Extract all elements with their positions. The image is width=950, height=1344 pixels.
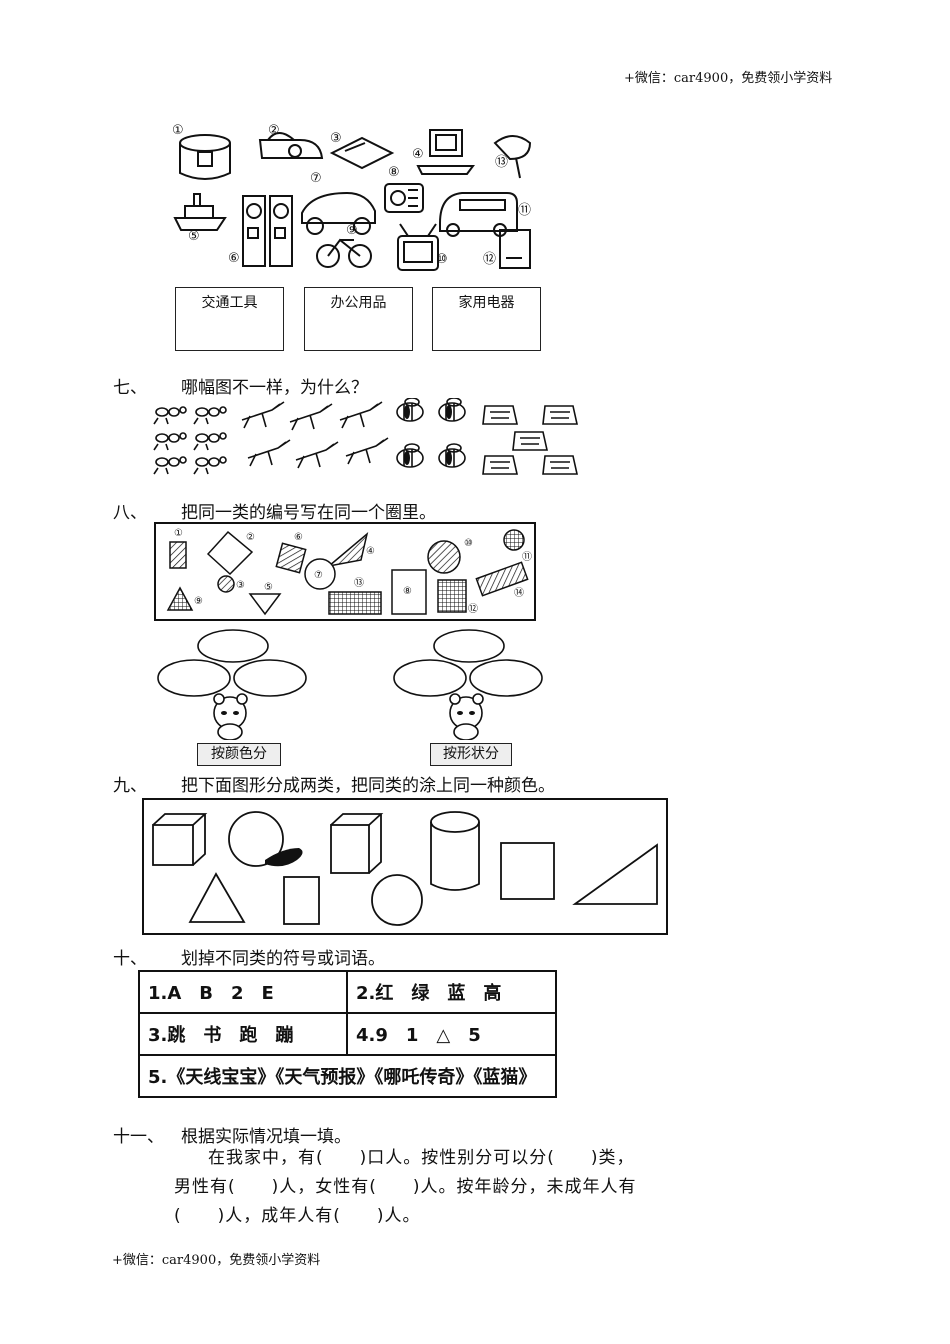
q9-text: 把下面图形分成两类，把同类的涂上同一种颜色。	[181, 776, 555, 796]
q8-num-12: ⑫	[468, 603, 478, 615]
q10-number: 十、	[113, 949, 147, 969]
footer-note: +微信：car4900，免费领小学资料	[112, 1253, 321, 1268]
q6-object-illustration: ① ② ③ ④ ⑤ ⑥ ⑦ ⑧ ⑨ ⑩ ⑪ ⑫ ⑬	[172, 123, 531, 271]
q8-number: 八、	[113, 503, 147, 523]
q8-num-8: ⑧	[403, 586, 412, 597]
triangle	[188, 872, 246, 923]
q7-number: 七、	[113, 378, 147, 398]
q6-num-8: ⑧	[388, 165, 400, 180]
q10-cell-2[interactable]: 2.红 绿 蓝 高	[346, 970, 557, 1014]
q8-num-9: ⑨	[194, 596, 203, 607]
q8-shapes-panel: ① ② ③ ④ ⑤ ⑥ ⑦ ⑧ ⑨ ⑩ ⑪ ⑫ ⑬ ⑭	[154, 522, 536, 621]
q6-num-12: ⑫	[483, 252, 496, 267]
q9-title: 九、 把下面图形分成两类，把同类的涂上同一种颜色。	[113, 771, 555, 796]
q6-num-3: ③	[330, 131, 342, 146]
q10-text: 划掉不同类的符号或词语。	[181, 949, 385, 969]
q10-table: 1.A B 2 E 2.红 绿 蓝 高 3.跳 书 跑 蹦 4.9 1 △ 5 …	[138, 970, 557, 1098]
q9-number: 九、	[113, 776, 147, 796]
book-group	[482, 405, 578, 475]
q6-category-appliance[interactable]: 家用电器	[432, 287, 541, 351]
q6-num-7: ⑦	[310, 171, 322, 186]
circle-with-shadow	[228, 811, 284, 867]
square	[500, 842, 555, 900]
q8-num-10: ⑩	[464, 538, 473, 549]
q8-num-1: ①	[174, 528, 183, 539]
q6-num-2: ②	[268, 123, 280, 138]
q6-num-11: ⑪	[518, 203, 531, 218]
q6-category-office-label: 办公用品	[330, 295, 387, 311]
q10-cell-4[interactable]: 4.9 1 △ 5	[346, 1012, 557, 1056]
q8-num-3: ③	[236, 580, 245, 591]
q7-title: 七、 哪幅图不一样，为什么？	[113, 373, 368, 398]
cube-middle	[330, 813, 384, 874]
q8-group-shape-label: 按形状分	[430, 743, 512, 766]
q7-picture-groups	[153, 398, 578, 475]
circle-bottom	[371, 874, 423, 926]
rectangle	[283, 876, 320, 925]
q7-text: 哪幅图不一样，为什么？	[181, 378, 368, 398]
q8-num-11: ⑪	[522, 551, 532, 563]
q10-title: 十、 划掉不同类的符号或词语。	[113, 944, 385, 969]
q6-category-transport-label: 交通工具	[201, 295, 258, 311]
q8-shape-bubbles[interactable]	[392, 628, 544, 740]
q11-number: 十一、	[113, 1127, 164, 1147]
q6-num-6: ⑥	[228, 251, 240, 266]
q10-cell-3[interactable]: 3.跳 书 跑 蹦	[138, 1012, 348, 1056]
q6-num-1: ①	[172, 123, 184, 138]
q8-num-7: ⑦	[314, 570, 323, 581]
right-triangle	[572, 843, 658, 905]
q10-cell-5[interactable]: 5.《天线宝宝》《天气预报》《哪吒传奇》《蓝猫》	[138, 1054, 557, 1098]
q11-line-2[interactable]: 男性有( )人，女性有( )人。按年龄分，未成年人有	[174, 1177, 637, 1197]
q8-text: 把同一类的编号写在同一个圈里。	[181, 503, 436, 523]
cube-left	[152, 813, 208, 866]
q9-shapes-panel	[142, 798, 668, 935]
q11-line-3[interactable]: ( )人，成年人有( )人。	[174, 1206, 421, 1226]
q8-title: 八、 把同一类的编号写在同一个圈里。	[113, 498, 436, 523]
q6-num-4: ④	[412, 147, 424, 162]
ant-group	[153, 406, 227, 475]
q8-group-color-label: 按颜色分	[197, 743, 281, 766]
q11-title: 十一、根据实际情况填一填。	[113, 1122, 351, 1147]
q6-category-office[interactable]: 办公用品	[304, 287, 413, 351]
q11-line-1[interactable]: 在我家中，有( )口人。按性别分可以分( )类，	[208, 1148, 635, 1168]
q6-category-appliance-label: 家用电器	[458, 295, 515, 311]
q6-num-10: ⑩	[436, 252, 448, 267]
q6-category-transport[interactable]: 交通工具	[175, 287, 284, 351]
q11-text: 根据实际情况填一填。	[181, 1127, 351, 1147]
mantis-group	[241, 401, 389, 469]
q6-num-5: ⑤	[188, 229, 200, 244]
cylinder	[430, 811, 480, 891]
q8-num-14: ⑭	[514, 587, 524, 599]
q8-num-5: ⑤	[264, 582, 273, 593]
q8-color-bubbles[interactable]	[156, 628, 308, 740]
q6-num-13: ⑬	[495, 155, 508, 170]
q8-num-13: ⑬	[354, 577, 364, 589]
q8-num-2: ②	[246, 532, 255, 543]
q10-cell-1[interactable]: 1.A B 2 E	[138, 970, 348, 1014]
q8-num-6: ⑥	[294, 532, 303, 543]
q6-num-9: ⑨	[346, 223, 358, 238]
q8-num-4: ④	[366, 546, 375, 557]
header-note: +微信：car4900，免费领小学资料	[624, 71, 833, 86]
